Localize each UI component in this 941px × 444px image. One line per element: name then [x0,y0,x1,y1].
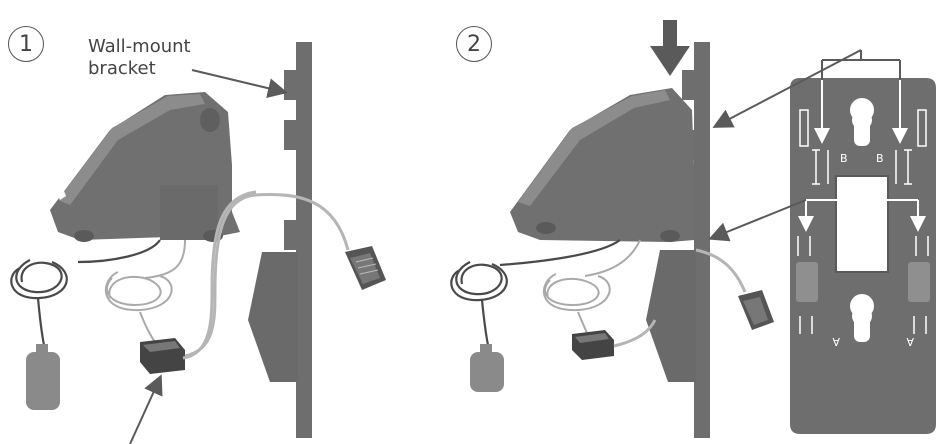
step-2-phone-base [510,88,694,242]
step-2-power-cord [450,239,621,346]
center-window [835,175,889,273]
step-2-dsl-filter [572,330,614,360]
step-1-modular-plug [345,246,386,290]
upper-keyhole [850,98,874,146]
step-1-dsl-filter [140,338,185,374]
filter-callout-arrow [129,374,163,444]
upper-connector-arrow [712,49,862,128]
right-lower-tab [908,262,930,302]
step-1-illustration [10,42,386,444]
wall-mount-bracket-label: Wall-mount bracket [88,36,191,80]
marking-upper-right: B [876,152,884,165]
step-2-line-cord [542,239,641,337]
push-down-arrow [650,20,690,76]
step-1-jack-cord [182,190,350,360]
bracket-front-view: B B A A [790,40,936,434]
wall-mount-bracket-label-line2: bracket [88,58,156,79]
step-2-power-adapter [470,344,504,392]
bracket-slots [797,109,929,334]
step-2-number: 2 [456,26,492,62]
marking-lower-left: A [832,335,840,348]
step-2-illustration: B B A A [450,20,936,438]
marking-upper-left: B [840,152,848,165]
step-2-jack-cord [613,248,747,348]
step-1-line-cord [104,239,186,343]
step-2-modular-plug [738,290,774,330]
step-1-power-cord [10,239,161,346]
marking-lower-right: A [906,335,914,348]
step-1-power-adapter [26,344,60,410]
step-1-phone-base [50,92,240,242]
step-1-wall-plate [248,42,312,438]
bracket-callout-arrow [191,69,288,99]
left-lower-tab [796,262,818,302]
lower-connector-arrow [708,199,807,242]
lower-keyhole [850,294,874,342]
step-1-number: 1 [8,26,44,62]
wall-mount-bracket-label-line1: Wall-mount [88,36,191,57]
